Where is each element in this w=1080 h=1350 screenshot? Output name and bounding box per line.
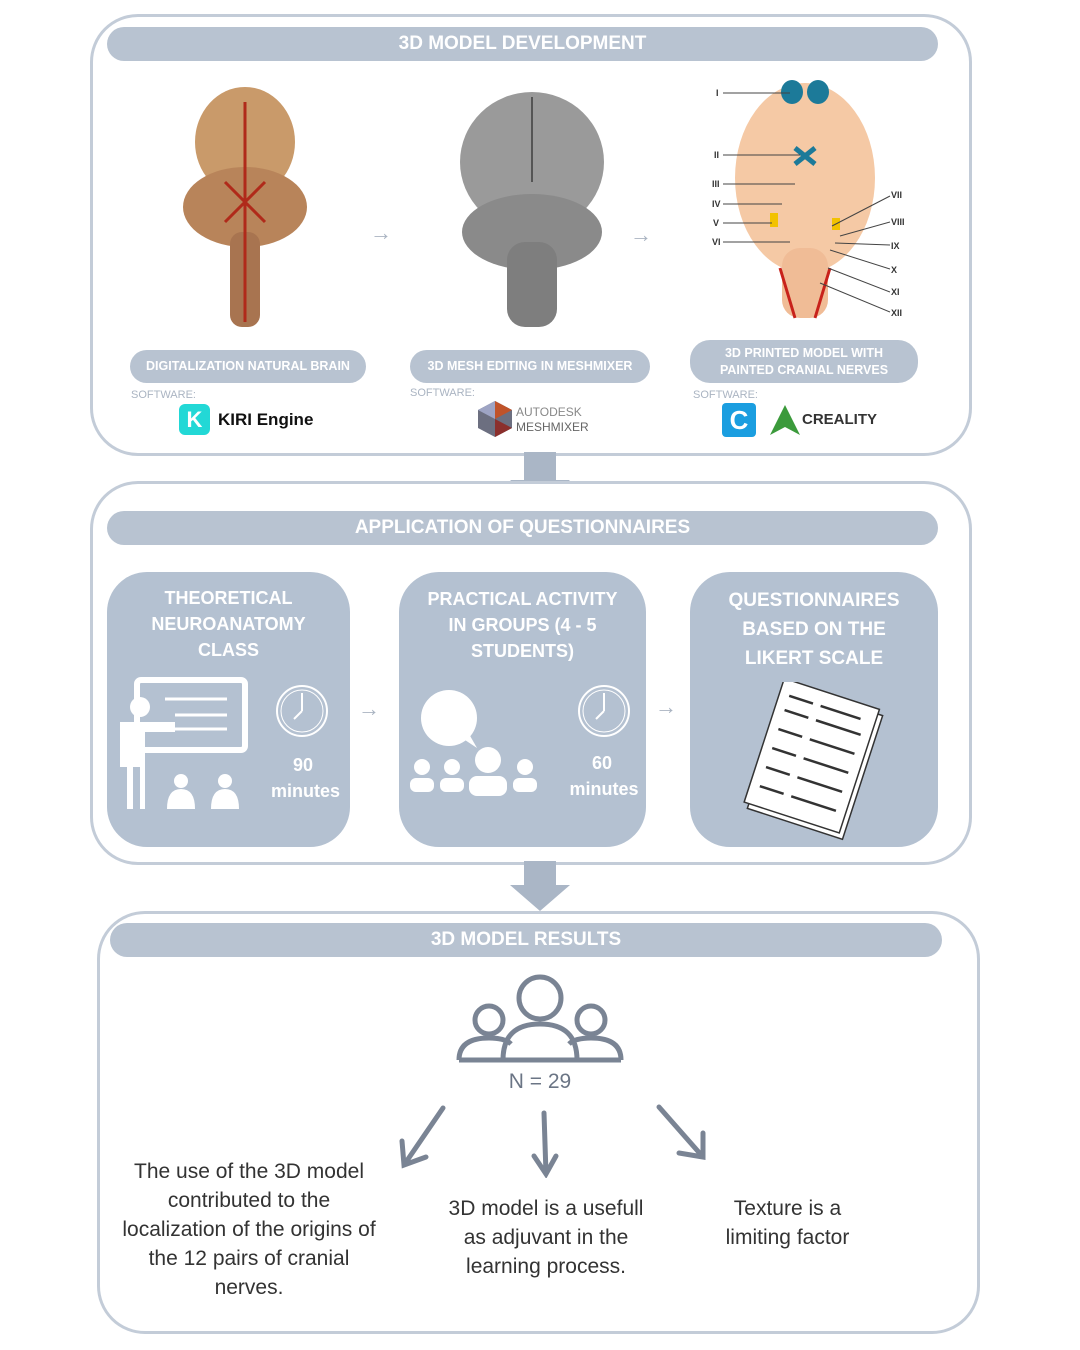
nerve-label: XI	[891, 287, 900, 297]
nerve-label: VI	[712, 237, 721, 247]
step-label: 3D MESH EDITING IN MESHMIXER	[410, 350, 650, 383]
likert-questionnaire-card: QUESTIONNAIRES BASED ON THE LIKERT SCALE	[690, 572, 938, 847]
arrow-right-icon: →	[630, 222, 652, 247]
arrow-down-left-icon	[399, 1105, 446, 1169]
kiri-engine-name: KIRI Engine	[218, 410, 314, 429]
nerve-label: III	[712, 179, 720, 189]
duration-value: 60	[591, 753, 613, 773]
practical-activity-card: PRACTICAL ACTIVITY IN GROUPS (4 - 5 STUD…	[399, 572, 646, 847]
nerve-label: IX	[891, 241, 900, 251]
clock-icon	[578, 685, 630, 737]
theory-class-card: THEORETICAL NEUROANATOMY CLASS 90 minute…	[107, 572, 350, 847]
printed-brain-image	[723, 80, 891, 319]
software-label: SOFTWARE:	[131, 389, 196, 401]
group-people-icon	[456, 974, 624, 1063]
software-label: SOFTWARE:	[693, 389, 758, 401]
creality-text: CREALITY	[802, 411, 877, 428]
arrow-down-icon	[531, 1110, 559, 1178]
nerve-label: IV	[712, 199, 721, 209]
duration-unit: minutes	[569, 779, 639, 799]
kiri-logo-icon: K	[179, 404, 210, 435]
arrow-right-icon: →	[358, 696, 380, 721]
meshmixer-text: MESHMIXER	[516, 420, 589, 434]
natural-brain-image	[183, 87, 307, 327]
result-text: 3D model is a usefull as adjuvant in the…	[448, 1197, 644, 1278]
section-title: 3D MODEL DEVELOPMENT	[107, 27, 938, 61]
card-title: THEORETICAL NEUROANATOMY CLASS	[151, 588, 306, 660]
duration-value: 90	[292, 755, 314, 775]
arrow-right-icon: →	[655, 694, 677, 719]
software-label: SOFTWARE:	[410, 387, 475, 399]
nerve-label: II	[714, 150, 720, 160]
autodesk-text: AUTODESK	[516, 405, 582, 419]
creality-logo-icon	[770, 405, 800, 435]
questionnaire-sheets-icon	[743, 682, 884, 841]
result-text: The use of the 3D model contributed to t…	[122, 1160, 376, 1299]
mesh-brain-image	[460, 92, 604, 327]
teacher-board-icon	[120, 677, 248, 809]
card-title: QUESTIONNAIRES BASED ON THE LIKERT SCALE	[728, 590, 900, 669]
section-title: APPLICATION OF QUESTIONNAIRES	[107, 511, 938, 545]
down-arrow-icon	[510, 861, 570, 911]
arrow-right-icon: →	[370, 220, 392, 245]
step-label: DIGITALIZATION NATURAL BRAIN	[130, 350, 366, 383]
meshmixer-logo-icon	[478, 401, 512, 437]
clock-icon	[276, 685, 328, 737]
results-panel	[97, 911, 980, 1334]
section-title: 3D MODEL RESULTS	[110, 923, 942, 957]
sample-size: N = 29	[508, 1070, 572, 1093]
creality-print-logo-icon: C	[722, 403, 756, 437]
result-text: Texture is a limiting factor	[725, 1197, 850, 1249]
card-title: PRACTICAL ACTIVITY IN GROUPS (4 - 5 STUD…	[427, 589, 618, 661]
step-label: 3D PRINTED MODEL WITH PAINTED CRANIAL NE…	[690, 340, 918, 383]
nerve-label: XII	[891, 308, 903, 318]
nerve-label: V	[713, 218, 720, 228]
nerve-label: VII	[891, 190, 903, 200]
nerve-label: VIII	[891, 217, 905, 227]
duration-unit: minutes	[270, 781, 340, 801]
group-discussion-icon	[410, 690, 537, 796]
nerve-label: X	[891, 265, 898, 275]
nerve-label: I	[716, 88, 719, 98]
arrow-down-right-icon	[656, 1104, 706, 1160]
